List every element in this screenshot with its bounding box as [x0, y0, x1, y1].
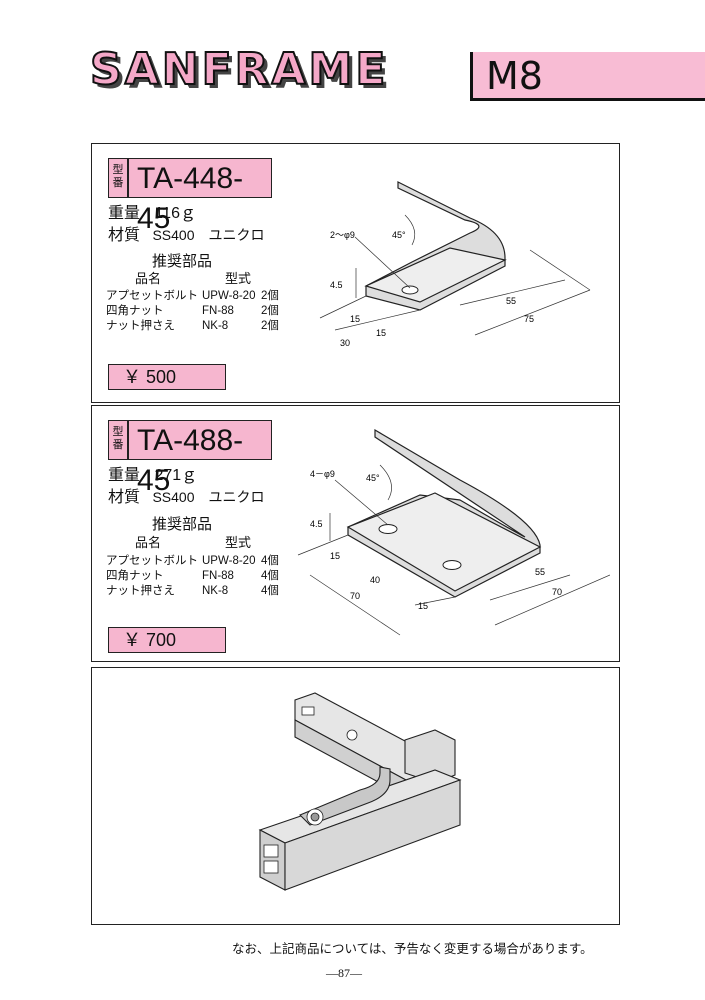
- product-code: TA-448-45: [128, 158, 272, 235]
- material-value: SS400 ユニクロ: [152, 227, 265, 243]
- price-box: ￥ 500: [108, 364, 226, 390]
- bracket-drawing-1: 2～φ9 45° 4.5 15 15 30 55 75: [319, 181, 591, 348]
- parts-col-name: 品名: [135, 271, 162, 286]
- material-value: SS400 ユニクロ: [152, 489, 265, 505]
- dim-15a: 15: [330, 551, 340, 561]
- parts-col-model: 型式: [225, 535, 252, 550]
- parts-col-name: 品名: [135, 535, 162, 550]
- material-label: 材質: [108, 489, 141, 506]
- page-number: ―87―: [326, 966, 362, 980]
- weight-label: 重量: [108, 205, 141, 222]
- dim-15b: 15: [418, 601, 428, 611]
- weight-label: 重量: [108, 467, 141, 484]
- dim-40: 40: [370, 575, 380, 585]
- price-box: ￥ 700: [108, 627, 226, 653]
- weight-row: 重量 271ｇ: [108, 465, 197, 486]
- parts-col-model: 型式: [225, 271, 252, 286]
- dim-15b: 15: [376, 328, 386, 338]
- series-label: M8: [486, 54, 543, 98]
- dim-angle: 45°: [392, 230, 406, 240]
- model-tag: 型番: [108, 158, 128, 198]
- dim-thickness: 4.5: [330, 280, 343, 290]
- material-row: 材質 SS400 ユニクロ: [108, 487, 265, 508]
- dim-thickness: 4.5: [310, 519, 323, 529]
- dim-30: 30: [340, 338, 350, 348]
- assembly-illustration: [258, 692, 462, 891]
- model-tag: 型番: [108, 420, 128, 460]
- material-row: 材質 SS400 ユニクロ: [108, 225, 265, 246]
- product-code: TA-488-45: [128, 420, 272, 497]
- weight-row: 重量 116ｇ: [108, 203, 196, 224]
- dim-hole: 2～φ9: [330, 230, 355, 240]
- dim-55: 55: [506, 296, 516, 306]
- disclaimer-note: なお、上記商品については、予告なく変更する場合があります。: [232, 942, 593, 956]
- series-banner: [470, 52, 705, 101]
- dim-55: 55: [535, 567, 545, 577]
- recommended-title: 推奨部品: [152, 253, 213, 270]
- dim-70b: 70: [552, 587, 562, 597]
- weight-value: 116ｇ: [154, 205, 196, 222]
- dim-hole: 4－φ9: [310, 469, 335, 479]
- brand-title: SANFRAME: [89, 43, 389, 96]
- material-label: 材質: [108, 227, 141, 244]
- dim-70a: 70: [350, 591, 360, 601]
- dim-angle: 45°: [366, 473, 380, 483]
- bracket-drawing-2: 4－φ9 45° 4.5 15 40 70 15 55 70: [297, 428, 610, 636]
- recommended-title: 推奨部品: [152, 516, 213, 533]
- weight-value: 271ｇ: [154, 467, 198, 484]
- dim-75: 75: [524, 314, 534, 324]
- dim-15a: 15: [350, 314, 360, 324]
